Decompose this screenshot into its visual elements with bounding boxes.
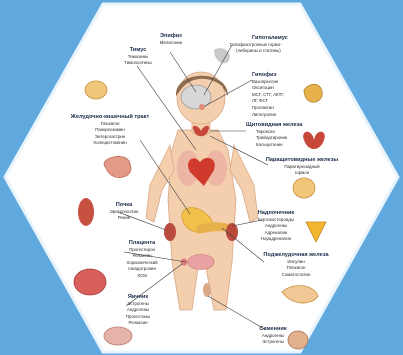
label-hypophysis: Гипофиз Вазопрессин Окситоцин МСГ, СТГ, … — [252, 72, 284, 118]
thymus-icon — [85, 81, 107, 99]
hypophysis-organ — [199, 104, 205, 110]
label-ovaries: Яичник Эстрогены Андрогены Прогестины Ре… — [116, 294, 160, 327]
kidney-left-organ — [164, 223, 176, 241]
label-gi-tract: Желудочно-кишечный тракт Глюкагон Панкре… — [68, 114, 152, 147]
label-kidney: Почка Эритропоэтин Ренин — [104, 202, 144, 222]
label-thymus: Тимус Тимозины Тимопоэтины — [110, 47, 166, 67]
label-epiphysis: Эпифиз Мелатонин — [148, 33, 194, 46]
label-testes: Семенник Андрогены Эстрогены — [252, 326, 294, 346]
parathyroid-icon — [293, 178, 315, 198]
label-hypothalamus: Гипоталамус Гипофизотропные гормо- (либе… — [230, 35, 288, 55]
ovary-icon — [104, 327, 132, 345]
label-thyroid: Щитовидная железа Тироксин Трийодтиронин… — [246, 122, 302, 148]
label-adrenal: Надпочечник Кортикостероиды Андрогены Ад… — [248, 210, 304, 243]
uterus-organ — [188, 255, 214, 270]
label-parathyroid: Паращитовидные железы Паратиреоидный гор… — [262, 157, 342, 177]
placenta-icon — [74, 269, 106, 295]
label-pancreas: Поджелудочная железа Инсулин Глюкагон Со… — [256, 252, 336, 278]
label-placenta: Плацента Прогестерон Релаксин Хорионичес… — [112, 240, 172, 280]
kidney-icon — [78, 198, 94, 226]
hypophysis-icon — [304, 84, 322, 102]
testis-organ — [203, 283, 211, 297]
